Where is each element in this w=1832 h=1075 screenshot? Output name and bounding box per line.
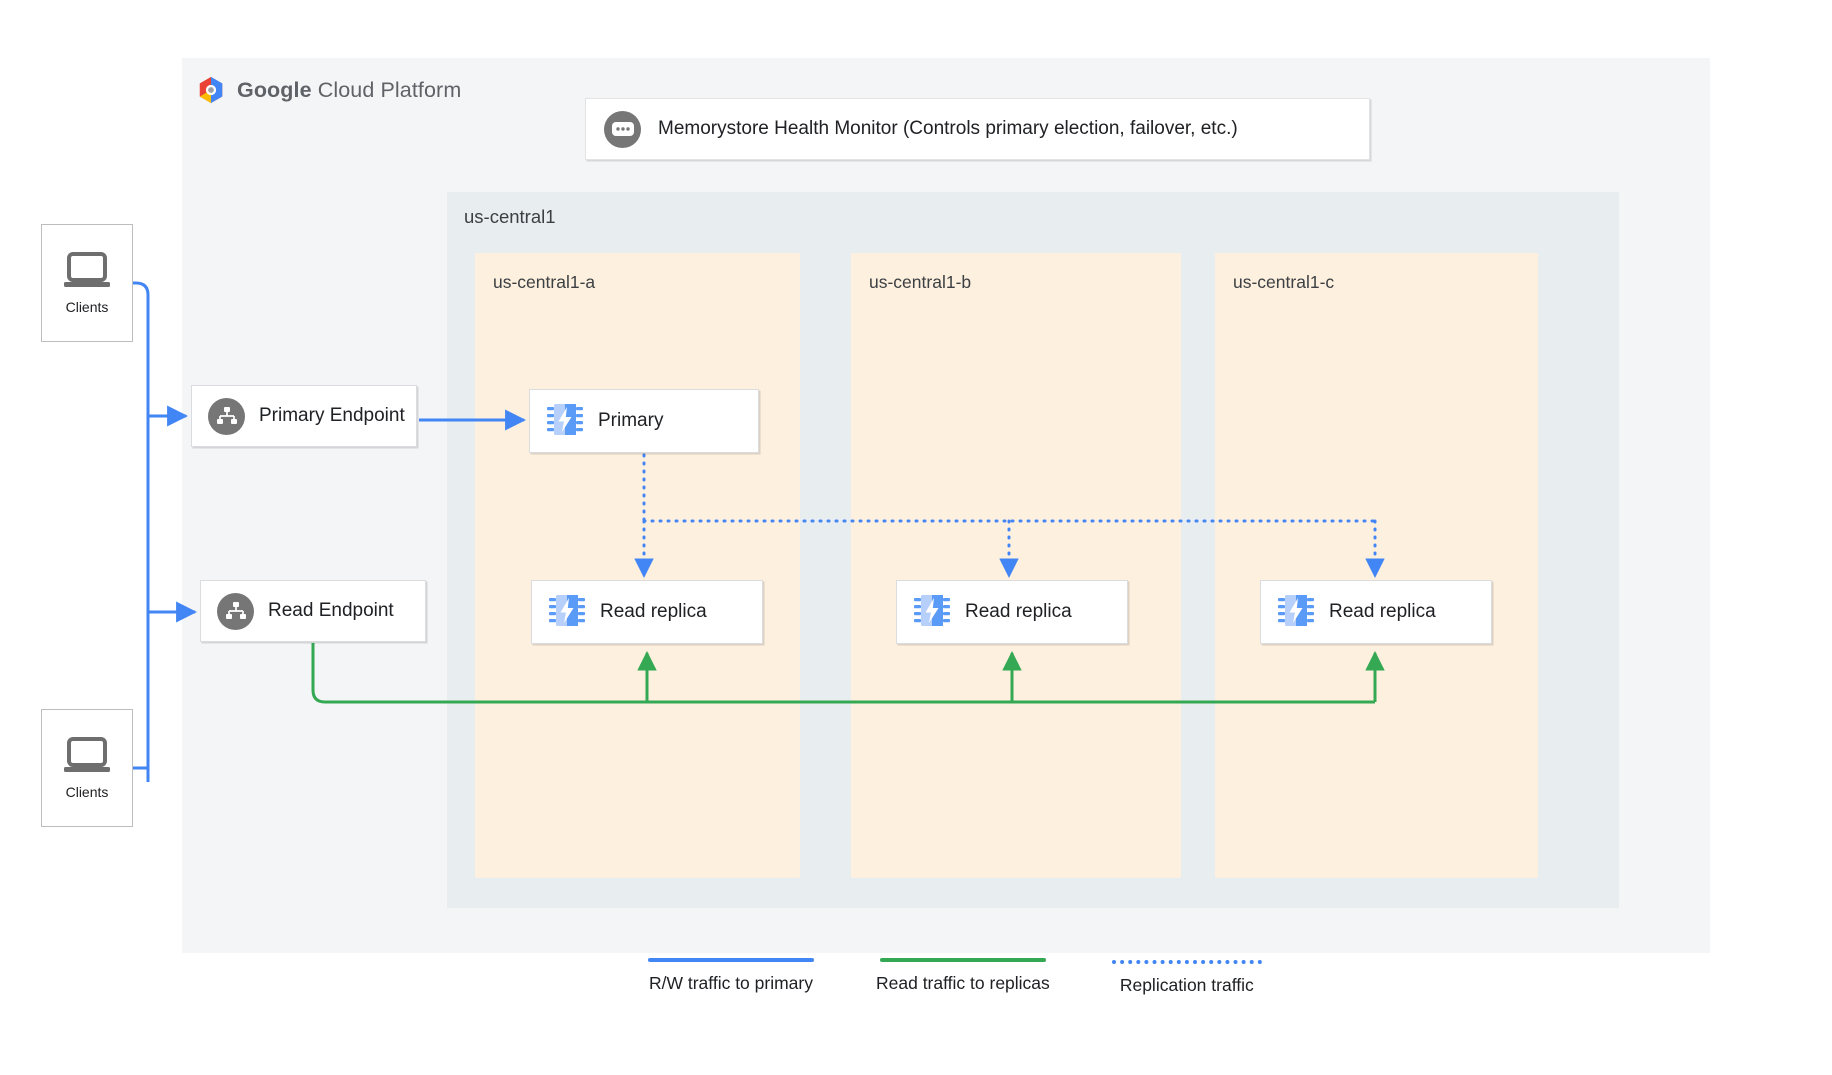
legend-swatch-blue-dotted <box>1111 960 1262 964</box>
gcp-wordmark: Google Cloud Platform <box>237 78 461 103</box>
google-cloud-hexagon-icon <box>199 77 223 103</box>
health-monitor-node[interactable]: Memorystore Health Monitor (Controls pri… <box>585 98 1370 160</box>
legend-label-replication: Replication traffic <box>1119 975 1254 995</box>
read-replica-label-a: Read replica <box>600 601 707 622</box>
zone-us-central1-c: us-central1-c <box>1215 253 1538 878</box>
primary-instance-node[interactable]: Primary <box>529 389 759 453</box>
read-endpoint-label: Read Endpoint <box>268 600 394 621</box>
read-replica-node-a[interactable]: Read replica <box>531 580 763 644</box>
gcp-branding: Google Cloud Platform <box>196 75 461 105</box>
client-label-top: Clients <box>65 299 109 315</box>
read-replica-node-b[interactable]: Read replica <box>896 580 1128 644</box>
legend-label-rw: R/W traffic to primary <box>648 973 813 993</box>
legend-item-read-traffic: Read traffic to replicas <box>876 958 1050 996</box>
legend-swatch-blue-solid <box>648 958 814 962</box>
region-label: us-central1 <box>464 206 556 227</box>
read-replica-label-b: Read replica <box>965 601 1072 622</box>
memorystore-chip-icon <box>1277 591 1315 634</box>
read-replica-label-c: Read replica <box>1329 601 1436 622</box>
zone-label-a: us-central1-a <box>493 272 596 292</box>
legend-item-rw-traffic: R/W traffic to primary <box>648 958 814 996</box>
edge-client-top-to-trunk <box>133 281 150 782</box>
laptop-icon <box>64 252 110 287</box>
read-endpoint-node[interactable]: Read Endpoint <box>200 580 426 642</box>
laptop-icon <box>64 737 110 772</box>
primary-instance-label: Primary <box>598 410 664 431</box>
memorystore-chip-icon <box>548 591 586 634</box>
read-replica-node-c[interactable]: Read replica <box>1260 580 1492 644</box>
legend-swatch-green-solid <box>879 958 1046 962</box>
zone-label-c: us-central1-c <box>1233 272 1335 292</box>
legend: R/W traffic to primary Read traffic to r… <box>648 958 1262 996</box>
brand-cloud-platform: Cloud Platform <box>317 77 462 102</box>
primary-endpoint-label: Primary Endpoint <box>259 405 405 426</box>
client-node-top[interactable]: Clients <box>41 224 133 342</box>
zone-label-b: us-central1-b <box>869 272 972 292</box>
zone-us-central1-b: us-central1-b <box>851 253 1181 878</box>
zone-us-central1-a: us-central1-a <box>475 253 800 878</box>
legend-item-replication-traffic: Replication traffic <box>1111 958 1262 996</box>
network-hierarchy-icon <box>217 592 254 630</box>
brand-google: Google <box>237 77 312 102</box>
primary-endpoint-node[interactable]: Primary Endpoint <box>191 385 417 447</box>
memorystore-chip-icon <box>913 591 951 634</box>
health-monitor-label: Memorystore Health Monitor (Controls pri… <box>658 118 1238 139</box>
network-hierarchy-icon <box>208 397 245 435</box>
client-label-bottom: Clients <box>65 784 109 800</box>
client-node-bottom[interactable]: Clients <box>41 709 133 827</box>
memorystore-chip-icon <box>546 400 584 443</box>
legend-label-read: Read traffic to replicas <box>876 973 1050 993</box>
health-monitor-dots-icon <box>604 110 641 148</box>
